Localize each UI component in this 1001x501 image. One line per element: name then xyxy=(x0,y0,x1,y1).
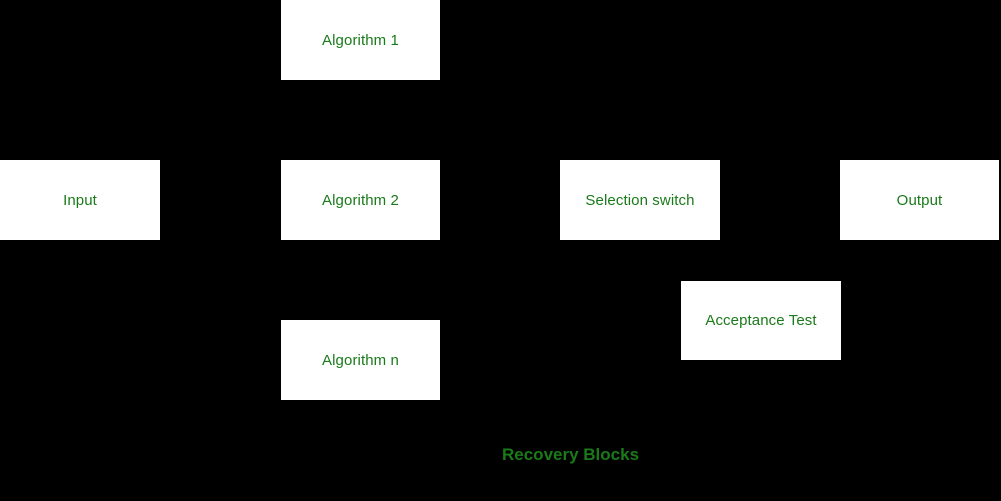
node-label-algorithm-2: Algorithm 2 xyxy=(322,191,399,209)
node-label-acceptance-test: Acceptance Test xyxy=(705,312,817,329)
node-label-algorithm-n: Algorithm n xyxy=(322,351,399,369)
node-label-selection-switch: Selection switch xyxy=(585,191,695,209)
node-algorithm-n[interactable]: Algorithm n xyxy=(281,320,440,400)
node-acceptance-test[interactable]: Acceptance Test xyxy=(681,281,841,360)
node-input[interactable]: Input xyxy=(0,160,160,240)
node-label-input: Input xyxy=(63,191,97,209)
node-algorithm-1[interactable]: Algorithm 1 xyxy=(281,0,440,80)
node-label-algorithm-1: Algorithm 1 xyxy=(322,31,399,49)
node-algorithm-2[interactable]: Algorithm 2 xyxy=(281,160,440,240)
node-selection-switch[interactable]: Selection switch xyxy=(560,160,720,240)
diagram-caption: Recovery Blocks xyxy=(502,445,640,464)
node-output[interactable]: Output xyxy=(840,160,999,240)
node-label-output: Output xyxy=(896,191,943,209)
